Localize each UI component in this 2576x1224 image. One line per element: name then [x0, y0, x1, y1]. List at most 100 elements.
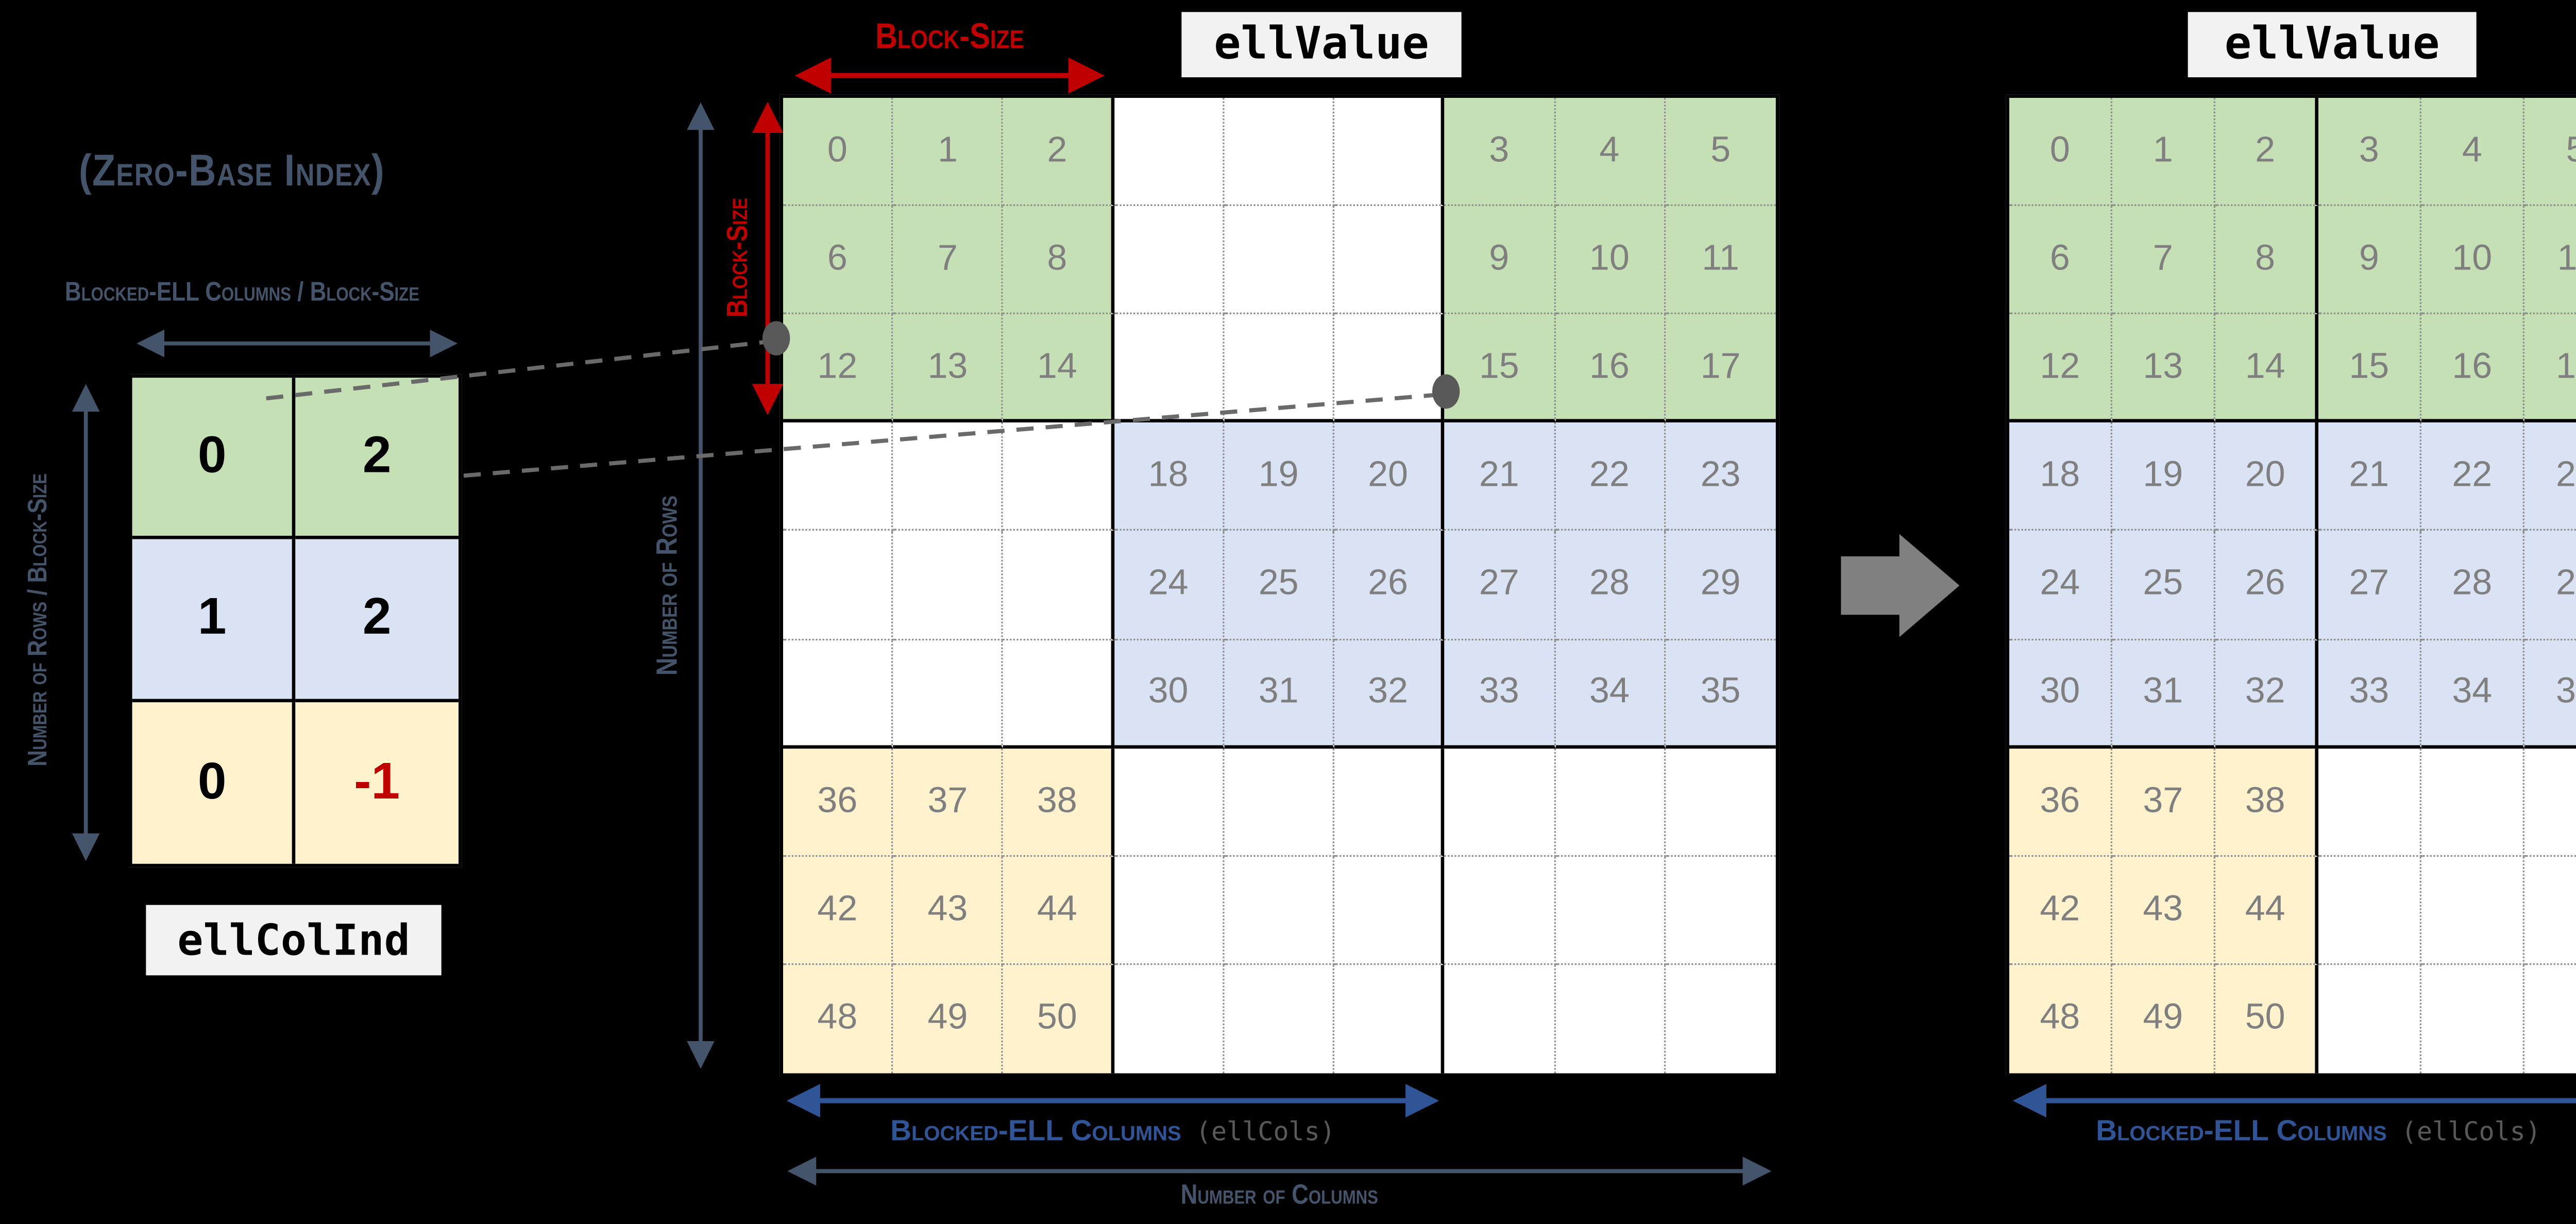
grid-cell: 1	[2112, 97, 2215, 207]
grid-cell	[1114, 748, 1225, 857]
grid-cell: 4	[2421, 97, 2524, 207]
grid-cell	[1224, 856, 1335, 965]
grid-cell	[1114, 206, 1225, 315]
grid-cell	[2524, 748, 2576, 857]
grid-cell	[893, 639, 1004, 749]
grid-cell: 32	[2215, 639, 2318, 749]
grid-cell: 32	[1334, 639, 1445, 749]
block-size-side-label: Block-Size	[721, 197, 754, 318]
grid-cell	[1334, 206, 1445, 315]
grid-cell	[1334, 97, 1445, 207]
grid-cell: 42	[783, 856, 894, 965]
grid-cell	[1004, 531, 1114, 640]
grid-cell: 16	[2421, 314, 2524, 423]
grid-cell: 48	[783, 964, 894, 1074]
grid-cell: 27	[2318, 531, 2421, 640]
grid-cell	[1665, 856, 1776, 965]
grid-cell: 2	[1004, 97, 1114, 207]
grid-cell	[1224, 206, 1335, 315]
ell-col-ind-cell: 2	[295, 539, 459, 702]
grid-cell: 43	[893, 856, 1004, 965]
grid-cell	[1334, 964, 1445, 1074]
blocked-ell-columns-per-blocksize-label: Blocked-ELL Columns / Block-Size	[64, 278, 420, 308]
grid-cell	[783, 531, 894, 640]
grid-cell: 30	[1114, 639, 1225, 749]
grid-cell: 21	[1445, 423, 1555, 532]
grid-cell: 15	[2318, 314, 2421, 423]
number-of-rows-label: Number of Rows	[651, 495, 684, 676]
grid-cell: 3	[1445, 97, 1555, 207]
grid-cell: 27	[1445, 531, 1555, 640]
ell-value-box-right: ellValue	[2188, 12, 2477, 77]
grid-cell: 29	[1665, 531, 1776, 640]
ell-col-ind-cell: -1	[295, 702, 459, 864]
grid-cell: 44	[2215, 856, 2318, 965]
ell-col-ind-caption-text: ellColInd	[177, 915, 410, 965]
grid-cell: 19	[1224, 423, 1335, 532]
grid-cell: 3	[2318, 97, 2421, 207]
grid-cell: 33	[2318, 639, 2421, 749]
blocked-ell-columns-text-right: Blocked-ELL Columns	[2096, 1114, 2387, 1147]
grid-cell: 14	[1004, 314, 1114, 423]
grid-cell: 22	[2421, 423, 2524, 532]
grid-cell: 9	[2318, 206, 2421, 315]
grid-cell: 42	[2009, 856, 2112, 965]
grid-cell: 49	[893, 964, 1004, 1074]
grid-cell	[1334, 748, 1445, 857]
grid-cell	[1224, 314, 1335, 423]
ell-col-ind-cell: 0	[132, 702, 296, 864]
grid-cell: 5	[2524, 97, 2576, 207]
grid-cell: 14	[2215, 314, 2318, 423]
number-of-rows-per-blocksize-label: Number of Rows / Block-Size	[24, 473, 54, 767]
grid-cell: 26	[2215, 531, 2318, 640]
ell-col-ind-cell: 2	[295, 378, 459, 540]
grid-cell: 50	[2215, 964, 2318, 1074]
grid-cell	[1224, 748, 1335, 857]
grid-cell	[1224, 97, 1335, 207]
grid-cell: 28	[1555, 531, 1666, 640]
grid-cell: 50	[1004, 964, 1114, 1074]
grid-cell	[893, 423, 1004, 532]
ell-value-right-text: ellValue	[2224, 19, 2440, 71]
grid-cell: 19	[2112, 423, 2215, 532]
grid-cell: 7	[2112, 206, 2215, 315]
grid-cell: 24	[2009, 531, 2112, 640]
grid-cell: 31	[2112, 639, 2215, 749]
ell-value-middle-text: ellValue	[1214, 19, 1429, 71]
grid-cell: 15	[1445, 314, 1555, 423]
ell-col-ind-cell: 1	[132, 539, 296, 702]
grid-cell: 13	[2112, 314, 2215, 423]
grid-cell	[893, 531, 1004, 640]
grid-cell: 6	[783, 206, 894, 315]
grid-cell	[1114, 964, 1225, 1074]
grid-cell: 33	[1445, 639, 1555, 749]
grid-cell	[1555, 856, 1666, 965]
grid-cell: 20	[2215, 423, 2318, 532]
transform-arrow-icon	[1841, 534, 1960, 637]
grid-cell: 44	[1004, 856, 1114, 965]
grid-cell: 20	[1334, 423, 1445, 532]
grid-cell	[2524, 964, 2576, 1074]
grid-cell: 24	[1114, 531, 1225, 640]
blocked-ell-columns-text-middle: Blocked-ELL Columns	[890, 1114, 1181, 1147]
grid-cell	[1334, 314, 1445, 423]
grid-cell: 35	[1665, 639, 1776, 749]
grid-cell: 21	[2318, 423, 2421, 532]
grid-cell: 38	[1004, 748, 1114, 857]
grid-cell	[2318, 856, 2421, 965]
grid-cell: 36	[2009, 748, 2112, 857]
grid-cell	[1555, 964, 1666, 1074]
right-grid: 0123456789101112131415161718192021222324…	[2006, 94, 2576, 1077]
grid-cell: 37	[893, 748, 1004, 857]
grid-cell	[783, 639, 894, 749]
grid-cell: 25	[1224, 531, 1335, 640]
grid-cell: 8	[2215, 206, 2318, 315]
grid-cell: 4	[1555, 97, 1666, 207]
grid-cell: 5	[1665, 97, 1776, 207]
grid-cell: 2	[2215, 97, 2318, 207]
blocked-ell-columns-label-middle: Blocked-ELL Columns (ellCols)	[762, 1114, 1463, 1149]
grid-cell	[1224, 964, 1335, 1074]
